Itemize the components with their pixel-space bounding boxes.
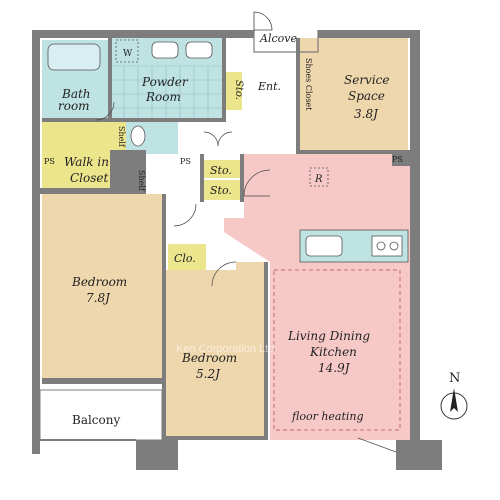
walkin-label-1: Walk in	[64, 155, 109, 169]
bedroom2-label-2: 5.2J	[196, 367, 221, 381]
sink-icon-2	[185, 41, 213, 59]
washer-icon	[115, 39, 139, 63]
ldk-label-1: Living Dining	[287, 329, 370, 343]
entrance-label: Ent.	[257, 80, 281, 93]
bedroom2-label-1: Bedroom	[181, 351, 237, 365]
bath-label-2: room	[58, 99, 90, 113]
powder-label-1: Powder	[141, 75, 189, 89]
entrance-door	[253, 11, 273, 31]
sto-2-area	[204, 180, 240, 200]
pillar-bottom-left	[136, 440, 178, 470]
shelf-a-label: Shelf	[117, 126, 126, 148]
service-space-area	[300, 38, 408, 154]
bedroom-1-area	[42, 194, 164, 380]
walk-in-closet-area	[42, 122, 112, 188]
window-slider	[357, 437, 397, 453]
north-arrow-icon	[450, 388, 458, 412]
ldk-label-3: 14.9J	[318, 361, 351, 375]
shelf-area	[112, 120, 126, 154]
shelf-b-label: Shelf	[137, 170, 146, 192]
floor-heating-label: floor heating	[291, 410, 364, 423]
sto-vertical-area	[222, 72, 242, 110]
ldk-area	[224, 154, 410, 440]
burner-icon	[376, 241, 386, 251]
closet-label: Clo.	[174, 252, 196, 265]
north-label: N	[449, 371, 460, 386]
sto-vertical-label: Sto.	[233, 80, 244, 100]
door-swings	[95, 101, 271, 287]
pillar-bottom-right	[396, 440, 442, 470]
ps-right-label: PS	[392, 155, 403, 164]
alcove-outline	[253, 30, 319, 53]
ps-left-label: PS	[44, 157, 55, 166]
r-box	[309, 167, 329, 187]
watermark: Ken Corporation Ltd.	[176, 343, 278, 355]
sink-icon	[151, 41, 179, 59]
powder-w-label: W	[123, 49, 133, 59]
ldk-label-2: Kitchen	[309, 345, 357, 359]
pillar-top	[392, 154, 410, 166]
floor-heating-zone	[273, 269, 401, 431]
service-label-3: 3.8J	[354, 107, 379, 121]
powder-label-2: Room	[145, 90, 181, 104]
toilet-icon	[130, 125, 146, 147]
service-label-2: Space	[348, 89, 385, 103]
burner-icon-2	[389, 241, 399, 251]
sto-1-label: Sto.	[210, 164, 232, 177]
bedroom1-label-1: Bedroom	[71, 275, 127, 289]
balcony-label: Balcony	[72, 413, 120, 427]
service-label-1: Service	[344, 73, 390, 87]
kitchen-sink-icon	[305, 235, 343, 257]
walkin-label-2: Closet	[70, 171, 109, 185]
bedroom-2-area	[166, 262, 264, 440]
closet-area	[168, 244, 206, 270]
r-label: R	[314, 174, 323, 185]
shoes-closet-label: Shoes Closet	[304, 58, 313, 111]
sto-1-area	[204, 160, 240, 178]
bedroom1-label-2: 7.8J	[86, 291, 111, 305]
bathtub	[47, 43, 101, 71]
sto-2-label: Sto.	[210, 184, 232, 197]
stove-icon	[371, 235, 403, 257]
ps-mid-label: PS	[180, 157, 191, 166]
walls	[32, 30, 420, 454]
tile-grid	[112, 65, 222, 120]
alcove-label: Alcove	[259, 32, 297, 45]
bath-label-1: Bath	[61, 87, 91, 101]
